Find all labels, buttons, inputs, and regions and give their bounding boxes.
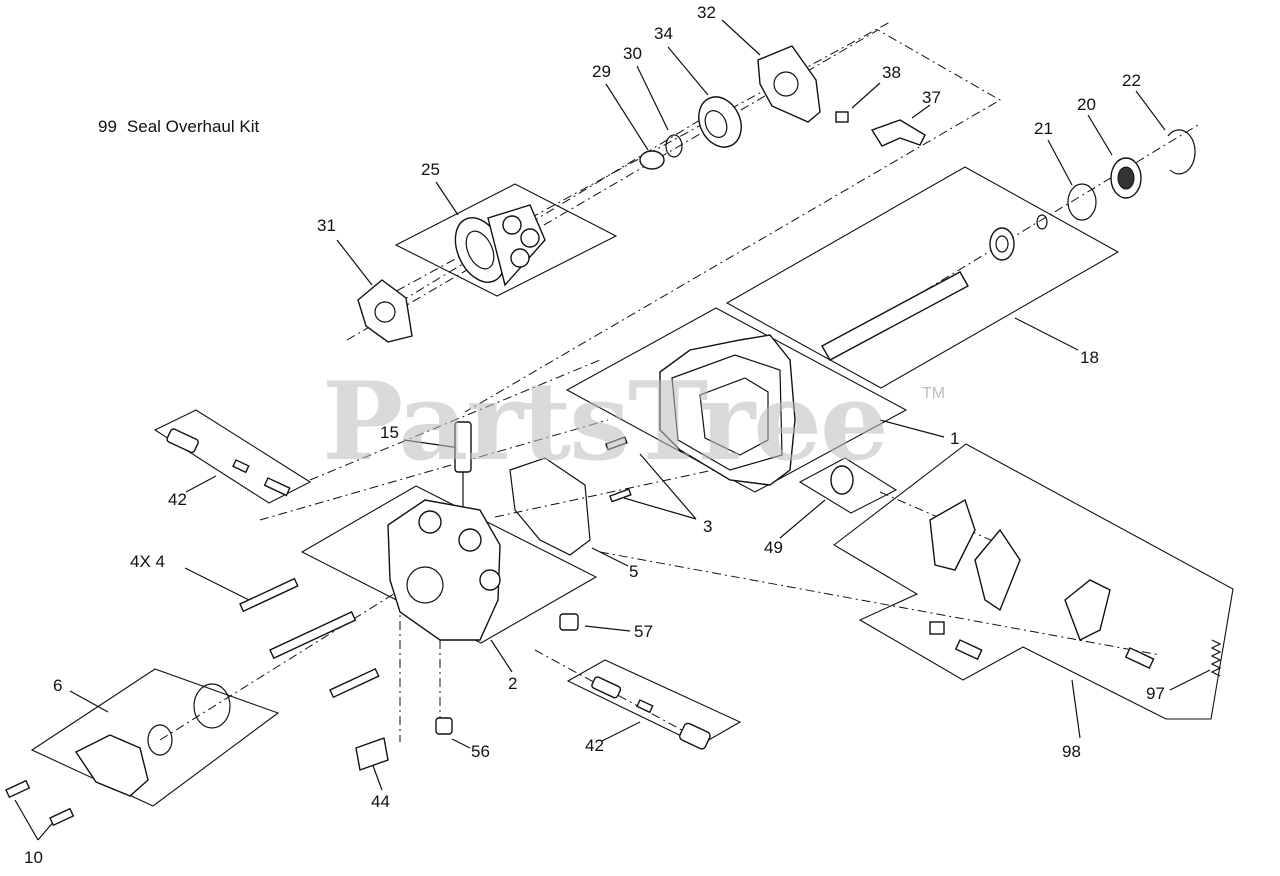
- callout-4: 4X 4: [130, 552, 165, 571]
- callout-30: 30: [623, 44, 642, 63]
- part-42a-poppet: [263, 477, 291, 497]
- part-18-shaft: [821, 214, 1048, 361]
- kit-text: Seal Overhaul Kit: [126, 117, 260, 136]
- part-10-screw-a: [5, 779, 31, 799]
- callout-5: 5: [629, 562, 639, 581]
- watermark-trademark: TM: [922, 385, 946, 402]
- callout-21: 21: [1034, 119, 1053, 138]
- callout-56: 56: [471, 742, 490, 761]
- kit-note: 99 Seal Overhaul Kit: [98, 117, 269, 137]
- callout-25: 25: [421, 160, 440, 179]
- callout-29: 29: [592, 62, 611, 81]
- part-97-spring: [1210, 639, 1222, 677]
- box-42a: [153, 409, 312, 504]
- part-10-screw-b: [49, 807, 75, 827]
- callout-18: 18: [1080, 348, 1099, 367]
- callout-22: 22: [1122, 71, 1141, 90]
- part-49-seal: [830, 465, 854, 495]
- part-56-plug: [435, 717, 453, 735]
- callout-32: 32: [697, 3, 716, 22]
- callout-98: 98: [1062, 742, 1081, 761]
- part-44-decal: [355, 737, 389, 771]
- part-1-housing: [659, 334, 796, 486]
- part-4-bolts: [239, 577, 380, 699]
- part-38-block: [835, 111, 849, 123]
- part-3-pin-b: [609, 488, 632, 503]
- callout-10: 10: [24, 848, 43, 867]
- callout-42-top: 42: [168, 490, 187, 509]
- watermark-text: PartsTree: [322, 359, 889, 485]
- part-42b-spring: [636, 699, 654, 714]
- callout-44: 44: [371, 792, 390, 811]
- part-2-center-section: [387, 499, 501, 641]
- callout-38: 38: [882, 63, 901, 82]
- part-42b-plug: [591, 676, 622, 699]
- part-6-cover: [74, 683, 231, 797]
- part-57-plug: [559, 613, 579, 631]
- part-37-lever: [870, 119, 926, 147]
- callout-57: 57: [634, 622, 653, 641]
- callout-1: 1: [950, 429, 960, 448]
- callout-97: 97: [1146, 684, 1165, 703]
- part-42b-cap: [679, 722, 711, 750]
- box-25: [394, 183, 618, 297]
- callout-49: 49: [764, 538, 783, 557]
- part-31-plate: [357, 279, 413, 343]
- box-42b: [566, 659, 742, 746]
- part-20-bearing: [1110, 157, 1142, 199]
- part-5-gasket: [509, 457, 591, 556]
- part-98-linkage: [929, 498, 1155, 669]
- kit-number: 99: [98, 117, 117, 136]
- part-42a-plug: [166, 428, 199, 454]
- callout-3: 3: [703, 517, 713, 536]
- callout-15: 15: [380, 423, 399, 442]
- callout-42-bottom: 42: [585, 736, 604, 755]
- part-3-pin-a: [605, 436, 628, 451]
- part-22-clip: [1167, 129, 1196, 175]
- part-34-bearing: [698, 96, 742, 148]
- callout-34: 34: [654, 24, 673, 43]
- callout-2: 2: [508, 674, 518, 693]
- callout-37: 37: [922, 88, 941, 107]
- box-98: [833, 443, 1234, 720]
- part-29-spring: [639, 150, 665, 170]
- part-21-ring: [1067, 183, 1097, 221]
- part-32-housing: [757, 45, 821, 123]
- part-42a-spring: [232, 459, 250, 474]
- box-49: [798, 457, 898, 514]
- part-30-ring: [665, 134, 683, 158]
- callout-31: 31: [317, 216, 336, 235]
- part-25-block: [454, 204, 546, 287]
- callout-6: 6: [53, 676, 63, 695]
- callout-20: 20: [1077, 95, 1096, 114]
